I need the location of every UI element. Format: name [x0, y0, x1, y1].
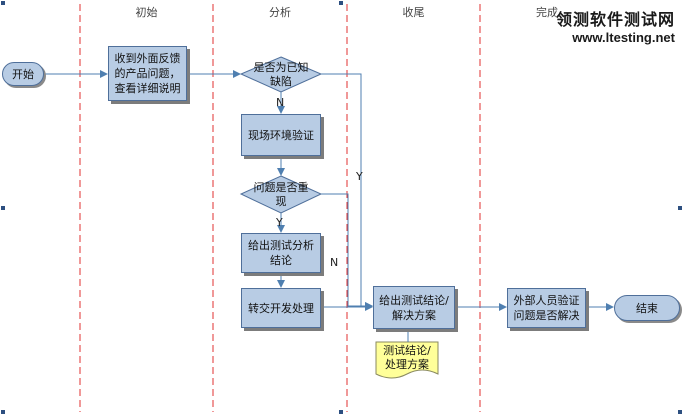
document-shape [375, 341, 439, 379]
edge-label-repro-no: N [330, 256, 339, 269]
node-env-verify: 现场环境验证 [241, 114, 321, 156]
watermark-title: 领测软件测试网 [555, 10, 675, 29]
node-end: 结束 [614, 295, 680, 321]
selection-handle-bc[interactable] [339, 410, 343, 414]
node-transfer-dev: 转交开发处理 [241, 288, 321, 328]
node-receive-feedback: 收到外面反馈的产品问题，查看详细说明 [108, 46, 187, 101]
selection-handle-bl[interactable] [1, 410, 5, 414]
node-known-defect-label: 是否为已知缺陷 [253, 61, 309, 88]
node-external-verify: 外部人员验证问题是否解决 [507, 288, 586, 328]
node-start: 开始 [2, 62, 44, 86]
selection-handle-mr[interactable] [678, 206, 682, 210]
lane-header-closing: 收尾 [402, 6, 425, 19]
selection-handle-tc[interactable] [339, 1, 343, 5]
node-analysis-conclusion: 给出测试分析结论 [241, 233, 321, 273]
node-document-label: 测试结论/处理方案 [383, 344, 431, 371]
node-give-conclusion: 给出测试结论/解决方案 [373, 286, 455, 329]
watermark: 领测软件测试网 www.ltesting.net [556, 6, 675, 45]
edge-repro-no [321, 193, 373, 310]
selection-handle-tl[interactable] [1, 1, 5, 5]
lane-header-done: 完成 [536, 6, 558, 19]
edge-label-known-no: N [276, 96, 285, 109]
watermark-url: www.ltesting.net [572, 30, 675, 45]
lane-header-initial: 初始 [135, 6, 158, 19]
node-reproducible-label: 问题是否重现 [253, 181, 309, 208]
edge-label-repro-yes: Y [276, 216, 283, 229]
selection-handle-ml[interactable] [1, 206, 5, 210]
lane-header-analysis: 分析 [269, 6, 291, 19]
selection-handle-br[interactable] [678, 410, 682, 414]
edge-label-known-yes: Y [356, 170, 363, 183]
